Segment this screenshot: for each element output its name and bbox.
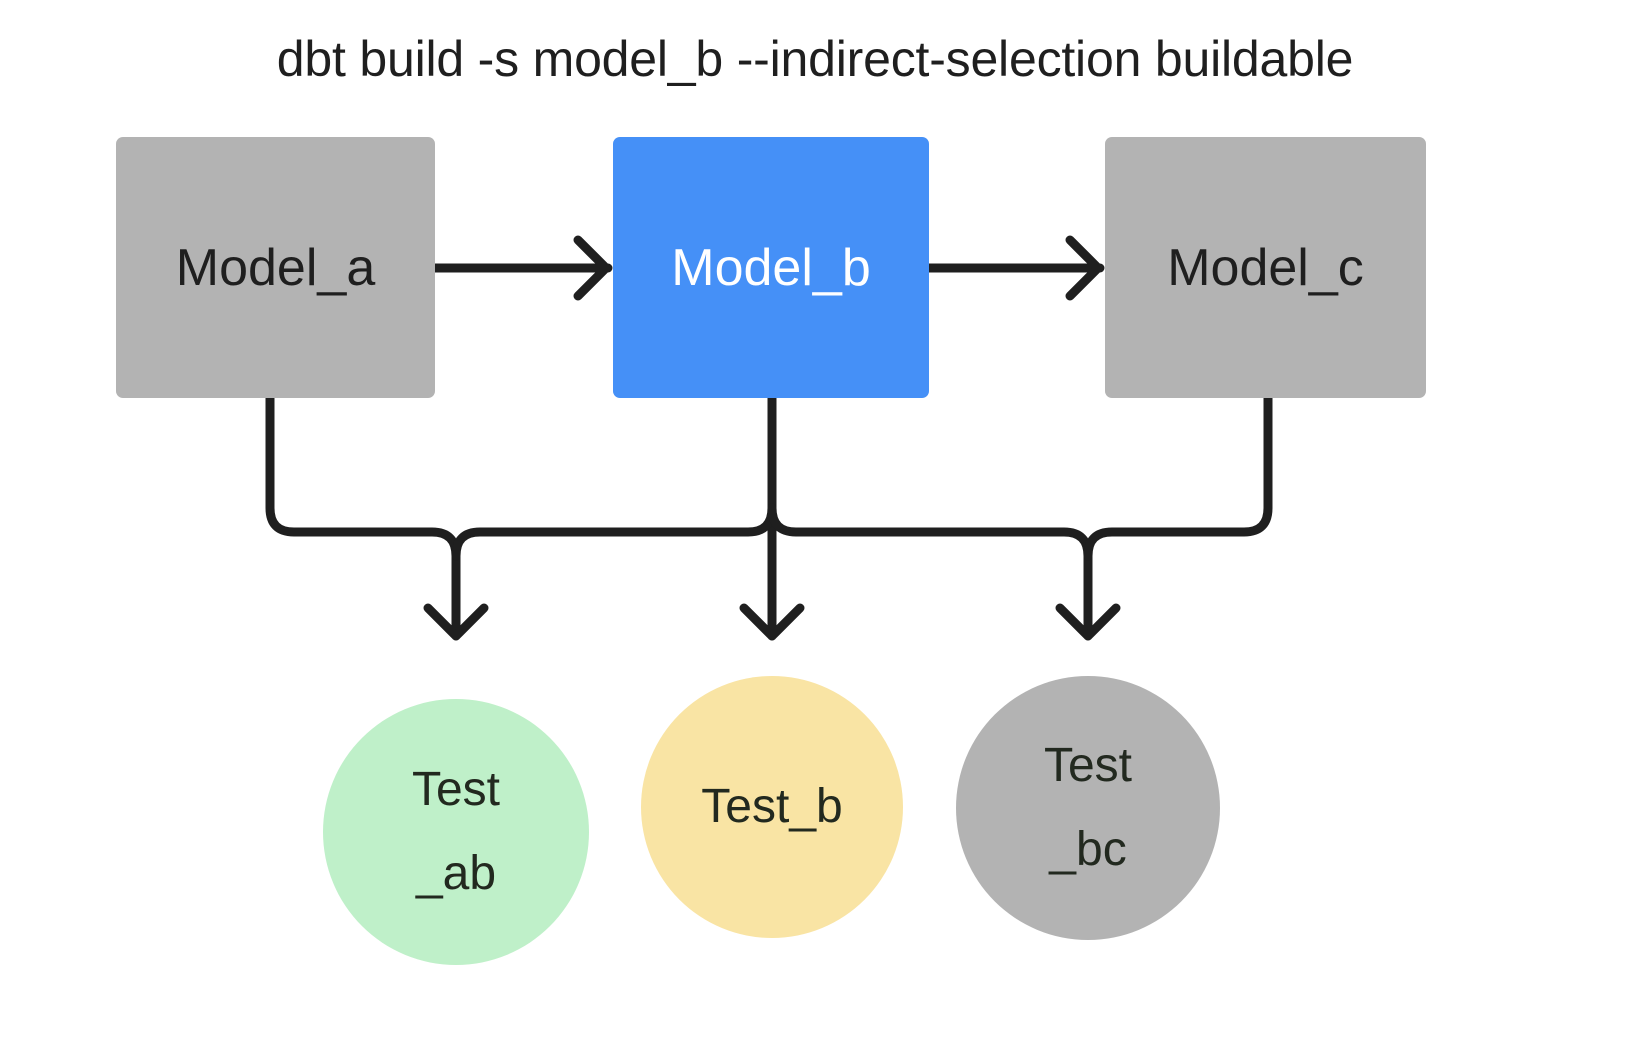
node-test-ab-label-line2: _ab (415, 847, 497, 900)
edge-model-a-to-model-b (430, 235, 613, 301)
node-model-c-label: Model_c (1167, 238, 1364, 297)
diagram-title: dbt build -s model_b --indirect-selectio… (276, 31, 1354, 87)
node-model-a[interactable]: Model_a (116, 137, 435, 398)
edge-model-b-to-test-bc (767, 503, 1121, 641)
node-model-c[interactable]: Model_c (1105, 137, 1426, 398)
edge-model-b-to-test-ab (451, 503, 777, 561)
node-test-ab-label-line1: Test (411, 763, 501, 816)
node-test-b[interactable]: Test_b (641, 676, 903, 938)
node-model-b-label: Model_b (671, 238, 871, 297)
node-test-bc-label-line1: Test (1043, 739, 1133, 792)
node-test-bc[interactable]: Test _bc (956, 676, 1220, 940)
edge-model-b-to-test-b (739, 393, 805, 641)
node-model-b[interactable]: Model_b (613, 137, 929, 398)
node-test-b-label-line1: Test_b (701, 780, 843, 833)
node-test-bc-label-line2: _bc (1049, 823, 1127, 876)
edge-model-c-to-test-bc (1083, 393, 1273, 561)
edge-model-a-to-test-ab (265, 393, 489, 641)
node-test-ab[interactable]: Test _ab (323, 699, 589, 965)
node-model-a-label: Model_a (175, 238, 376, 297)
edge-model-b-to-model-c (924, 235, 1105, 301)
